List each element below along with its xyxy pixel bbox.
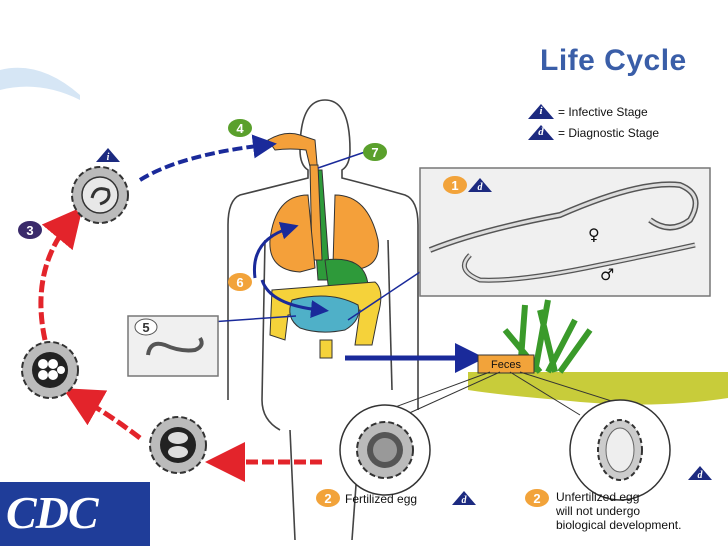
infective-badge-icon: i: [528, 104, 554, 119]
legend-diagnostic-text: = Diagnostic Stage: [558, 125, 660, 140]
unfertilized-egg-label-2: will not undergo: [556, 504, 641, 518]
decor-swoosh: [0, 67, 80, 100]
svg-text:d: d: [478, 182, 484, 193]
soil-and-grass: [468, 299, 728, 405]
infective-egg: [71, 166, 129, 224]
page-title: Life Cycle: [540, 44, 687, 77]
badge-d-unfertilized: [688, 466, 712, 480]
adult-worms-panel: [419, 167, 711, 297]
female-symbol: ♀: [588, 225, 600, 244]
step-2b-label: 2: [533, 491, 540, 506]
step-4-label: 4: [236, 121, 244, 136]
arrow-3-up: [38, 206, 83, 341]
diagnostic-badge-icon: d: [528, 125, 554, 140]
arrow-egg-up: [62, 388, 142, 440]
organs: [267, 132, 382, 359]
step-5-label: 5: [142, 320, 149, 335]
badge-i-egg: [96, 148, 120, 162]
large-intestine: [269, 281, 382, 346]
svg-text:d: d: [698, 470, 704, 481]
step-2a-label: 2: [324, 491, 331, 506]
male-symbol: ♂: [600, 265, 614, 284]
unfertilized-egg-label-1: Unfertilized egg: [556, 490, 640, 504]
step-6-label: 6: [236, 275, 243, 290]
cycle-arrows: [38, 134, 485, 482]
legend-infective: i = Infective Stage: [528, 104, 648, 119]
two-cell-egg: [149, 416, 207, 474]
badge-d-fertilized: [452, 491, 476, 505]
arrow-i-to-4: [138, 134, 277, 182]
cdc-logo-text: CDC: [6, 487, 99, 538]
svg-text:i: i: [107, 152, 110, 163]
embryonating-egg: [21, 341, 79, 399]
legend-diagnostic: d = Diagnostic Stage: [528, 125, 659, 140]
step-7-label: 7: [371, 145, 378, 160]
right-lung: [332, 194, 379, 271]
cdc-logo: [0, 482, 150, 546]
fertilized-egg: [339, 404, 431, 496]
step-3-label: 3: [26, 223, 33, 238]
unfertilized-egg-label-3: biological development.: [556, 518, 682, 532]
arrow-6-lungs: [252, 221, 299, 279]
badge-d-adult: [468, 178, 492, 192]
fertilized-egg-label: Fertilized egg: [345, 492, 418, 506]
unfertilized-egg: [569, 399, 671, 501]
step-1-label: 1: [451, 178, 458, 193]
step-markers: 1 2 2 3 4 5 6 7: [18, 119, 549, 507]
arrow-6-intestine: [260, 279, 329, 319]
legend-infective-text: = Infective Stage: [558, 104, 648, 119]
stage-badges: i d d d: [96, 148, 712, 506]
small-intestine: [289, 295, 360, 333]
feces-label: Feces: [491, 359, 521, 371]
svg-text:d: d: [462, 495, 468, 506]
